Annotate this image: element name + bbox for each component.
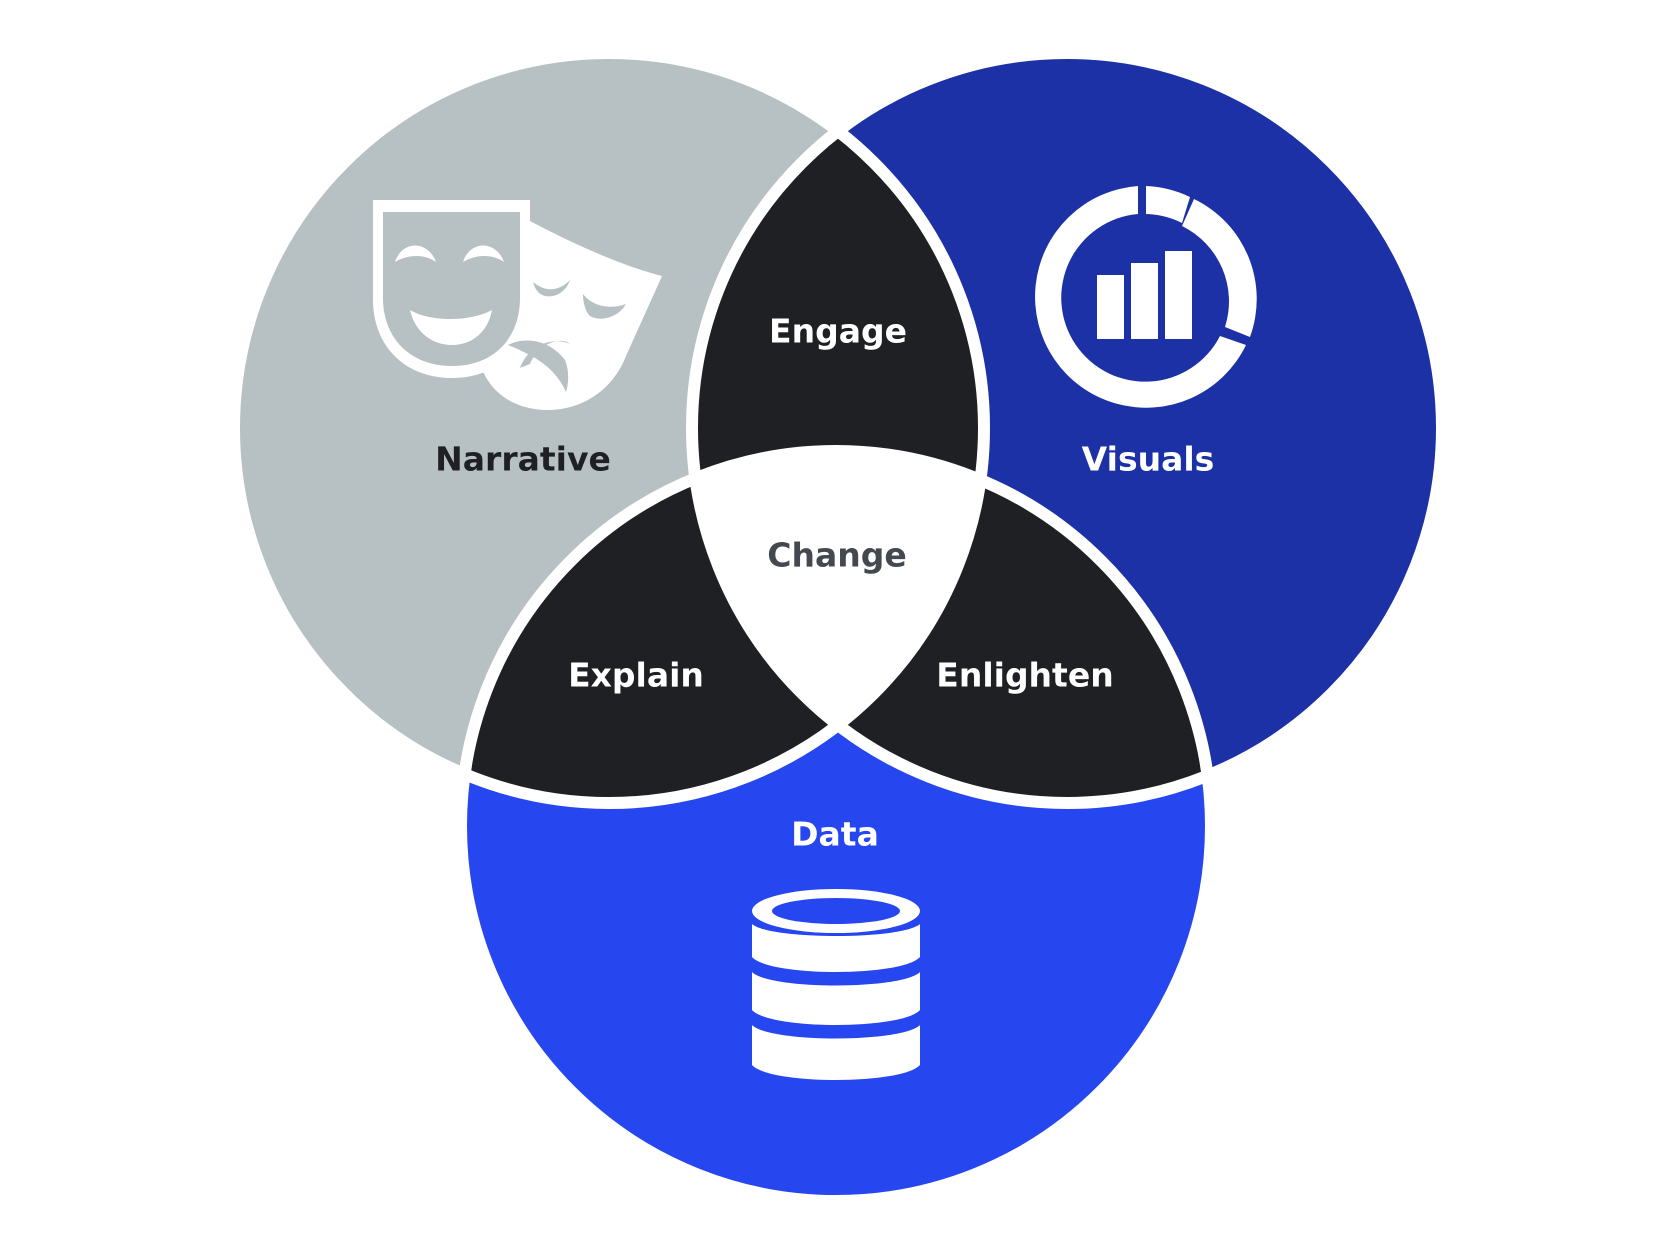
overlap-visuals-data: [692, 451, 1211, 803]
theater-masks-icon: [373, 200, 662, 410]
bar-chart-donut-icon: [1035, 186, 1257, 408]
explain-label: Explain: [568, 656, 704, 695]
change-label: Change: [767, 536, 906, 575]
database-icon: [752, 889, 920, 1080]
engage-label: Engage: [769, 312, 907, 351]
narrative-label: Narrative: [435, 440, 611, 479]
visuals-label: Visuals: [1082, 440, 1215, 479]
circle-outlines: [228, 47, 1448, 1207]
enlighten-label: Enlighten: [936, 656, 1113, 695]
data-label: Data: [791, 815, 879, 854]
overlap-narrative-data: [461, 451, 984, 803]
